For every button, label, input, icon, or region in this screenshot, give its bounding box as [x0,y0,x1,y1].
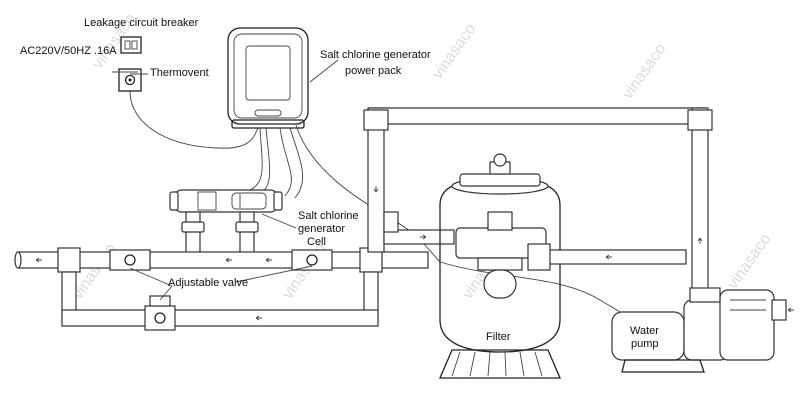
bypass-pipe [61,271,379,331]
power-pack [227,27,309,129]
label-leakage-breaker: Leakage circuit breaker [84,17,199,29]
leakage-breaker [120,36,142,54]
watermark-2: vinasaco [429,21,479,83]
label-pump-1: Water [630,325,659,337]
filter-inlet-pipe [383,211,455,245]
label-power-supply: AC220V/50HZ .16A [20,45,117,57]
power-pack-cables [244,127,304,199]
watermark-3: vinasaco [619,41,669,103]
label-adjustable-valve: Adjustable valve [168,277,248,289]
label-filter: Filter [486,331,511,343]
label-thermovent: Thermovent [150,67,209,79]
label-power-pack-1: Salt chlorine generator [320,49,431,61]
filter-tank [439,153,687,379]
label-cell-2: generator [298,223,345,235]
main-pipe [14,247,429,273]
label-power-pack-2: power pack [345,65,402,77]
label-cell-3: Cell [307,236,326,248]
label-cell-1: Salt chlorine [298,210,359,222]
leader-lines [112,59,339,301]
watermark-7: vinasaco [724,231,774,293]
water-pump [611,287,794,373]
chlorinator-cell [169,189,283,257]
power-cord [129,90,259,149]
return-loop [363,107,713,299]
label-pump-2: pump [631,338,659,350]
